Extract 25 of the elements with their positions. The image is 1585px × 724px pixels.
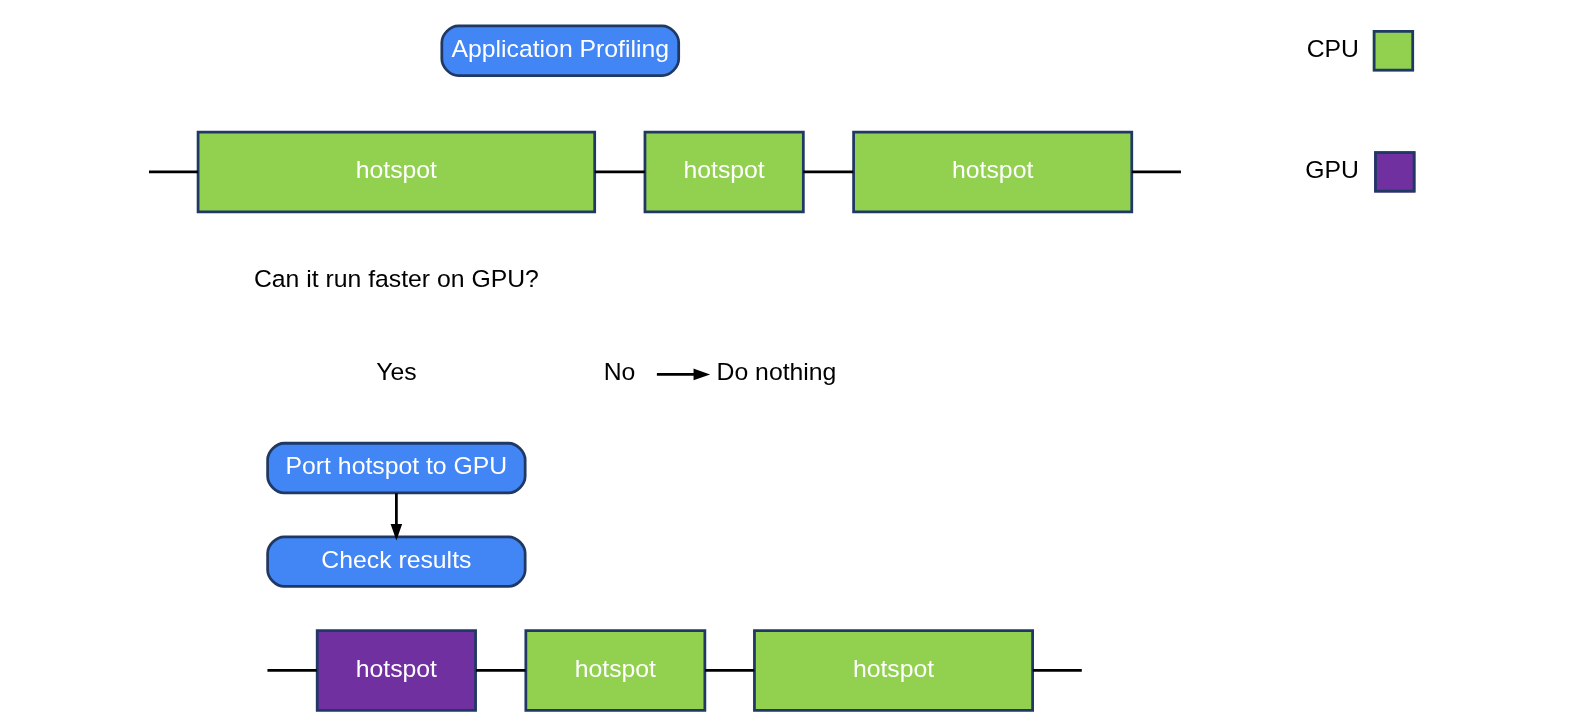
node-box: hotspot bbox=[315, 629, 477, 712]
node-box: Application Profiling bbox=[439, 24, 680, 77]
node-text: Do nothing bbox=[716, 358, 836, 386]
arrow bbox=[656, 368, 710, 381]
node-box: Check results bbox=[265, 535, 527, 588]
legend-label: GPU bbox=[1304, 156, 1359, 184]
node-box: hotspot bbox=[752, 629, 1034, 712]
connector bbox=[475, 669, 525, 672]
connector bbox=[1032, 669, 1082, 672]
node-text: No bbox=[603, 358, 635, 386]
connector bbox=[148, 170, 198, 174]
label: Can it run faster on GPU? bbox=[253, 264, 539, 292]
node-box: hotspot bbox=[643, 130, 805, 214]
legend-label: CPU bbox=[1306, 34, 1359, 62]
connector bbox=[704, 669, 754, 672]
connector bbox=[594, 170, 645, 174]
node-box: hotspot bbox=[523, 629, 706, 712]
node-box: hotspot bbox=[196, 130, 596, 214]
connector bbox=[1131, 170, 1181, 174]
connector bbox=[802, 170, 853, 174]
node-box: Port hotspot to GPU bbox=[265, 441, 527, 495]
arrow bbox=[390, 493, 402, 541]
label: Yes bbox=[375, 358, 417, 386]
node-box: hotspot bbox=[851, 130, 1133, 214]
connector bbox=[266, 669, 317, 672]
